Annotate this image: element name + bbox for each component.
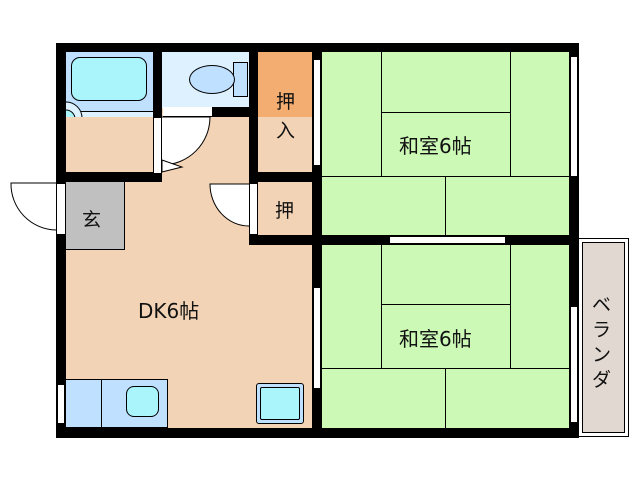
wall-left [56,43,66,438]
bath-door-opening [163,107,212,117]
room-label-dk: DK6帖 [138,299,200,323]
tatami-line [381,304,510,305]
bath-door [153,118,162,173]
room-label-balcony: ベランダ [592,294,612,391]
wall-closet-bottom [249,235,322,245]
room-label-oshiire-small: 押 [275,200,295,222]
tatami-line [510,245,511,368]
tatami-line [510,52,511,176]
wall-toilet-bottom [212,107,258,117]
tatami-line [381,245,382,368]
wall-closet-left [249,43,258,245]
tatami-line [381,112,510,113]
toilet-tank-icon [233,62,248,97]
sliding-door [390,236,505,244]
kitchen-counter-divider [101,379,102,428]
room-label-oshiire-large: 押入 [276,91,296,142]
bottom-room-window [570,307,578,422]
entrance-door [56,184,66,234]
wall-bath-bottom [56,172,162,182]
balcony [578,238,629,437]
wall-bath-toilet [153,43,162,182]
bathtub-icon [71,57,147,101]
tatami-line [445,368,446,428]
tatami-line [445,176,446,236]
closet-window [313,60,321,165]
sink-icon [126,386,159,417]
bath-door-swing [161,116,211,173]
tatami-line [381,52,382,176]
top-room-window [570,57,578,176]
entrance-door-swing [10,182,57,231]
closet-door-swing [209,183,250,227]
wall-closet-mid [249,172,322,182]
dk-floor [66,117,313,428]
room-label-washitsu-bottom: 和室6帖 [399,327,472,351]
genkan [66,182,125,250]
room-label-genkan: 玄 [82,209,102,231]
toilet-bowl-icon [189,65,235,94]
kitchen-window [57,385,65,423]
washing-machine-icon [256,383,304,424]
room-label-washitsu-top: 和室6帖 [399,134,472,158]
closet-door [249,184,258,234]
dk-window [313,288,321,388]
